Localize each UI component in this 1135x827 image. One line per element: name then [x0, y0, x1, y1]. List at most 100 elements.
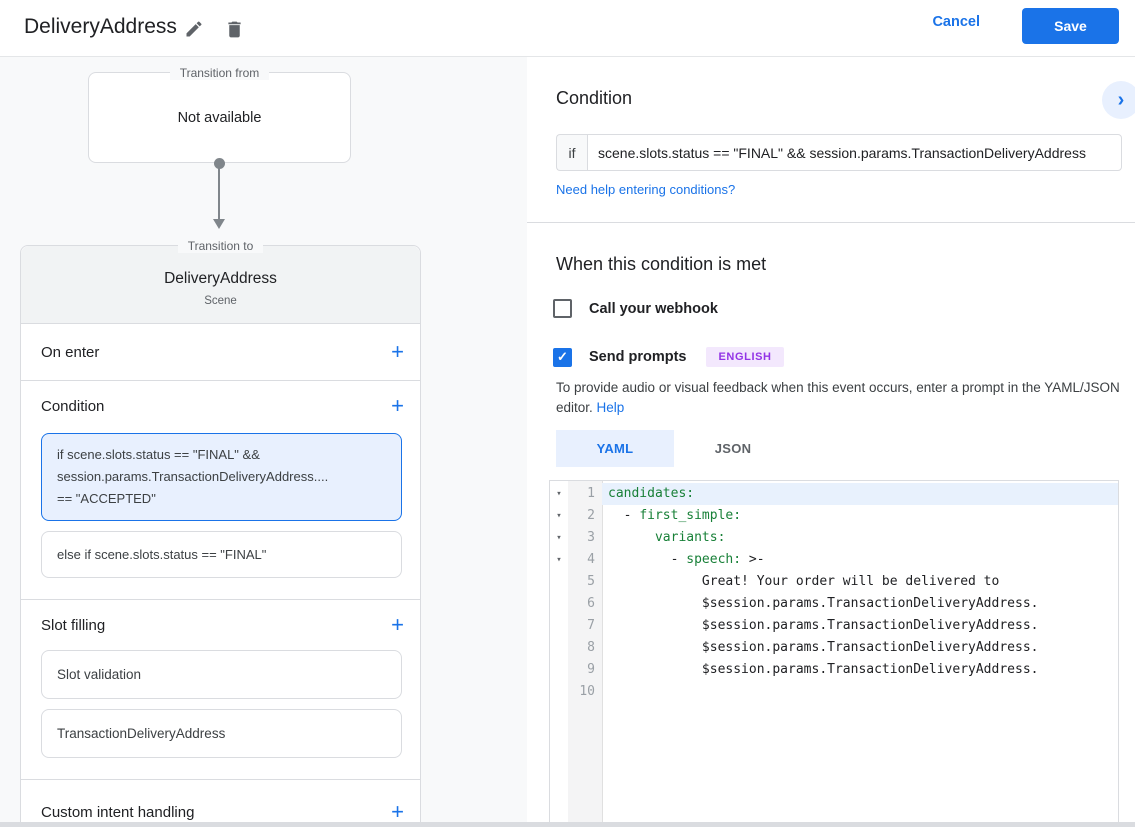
condition-card-selected[interactable]: if scene.slots.status == "FINAL" && sess… — [41, 433, 402, 521]
language-badge: ENGLISH — [706, 347, 784, 367]
editor-format-tabs: YAML JSON — [556, 430, 792, 467]
fold-spacer — [550, 571, 568, 593]
call-webhook-checkbox[interactable] — [553, 299, 572, 318]
code-line-content[interactable]: $session.params.TransactionDeliveryAddre… — [608, 662, 1039, 677]
cancel-button[interactable]: Cancel — [932, 14, 980, 30]
fold-spacer — [550, 637, 568, 659]
line-number: 1 — [587, 486, 595, 501]
editor-line: ▾ 2 - first_simple: — [550, 505, 1118, 527]
editor-line: 10 — [550, 681, 1118, 703]
code-line-content[interactable]: Great! Your order will be delivered to — [608, 574, 1000, 589]
line-number: 10 — [579, 684, 595, 699]
scene-type-label: Scene — [204, 295, 237, 307]
webhook-option-row: Call your webhook — [553, 299, 718, 318]
custom-intent-row: Custom intent handling + — [21, 780, 420, 827]
slot-transaction-delivery-address-card[interactable]: TransactionDeliveryAddress — [41, 709, 402, 758]
transition-from-node[interactable]: Transition from Not available — [88, 66, 351, 163]
fold-spacer — [550, 681, 568, 703]
call-webhook-label: Call your webhook — [589, 300, 718, 317]
condition-section: Condition + if scene.slots.status == "FI… — [21, 381, 420, 600]
add-condition-button[interactable]: + — [391, 393, 404, 418]
yaml-editor[interactable]: ▾ 1 candidates: ▾ 2 - first_simple: ▾ 3 varian… — [549, 480, 1119, 827]
on-enter-row: On enter + — [21, 324, 420, 381]
chevron-right-icon: › — [1117, 88, 1125, 111]
trash-icon — [227, 21, 241, 37]
add-custom-intent-button[interactable]: + — [391, 799, 404, 824]
tab-yaml[interactable]: YAML — [556, 430, 674, 467]
line-number: 5 — [587, 574, 595, 589]
editor-line: ▾4 - speech: >- — [550, 549, 1118, 571]
editor-line: 7 $session.params.TransactionDeliveryAdd… — [550, 615, 1118, 637]
editor-line: 5 Great! Your order will be delivered to — [550, 571, 1118, 593]
tab-json[interactable]: JSON — [674, 430, 792, 467]
code-line-content[interactable]: - first_simple: — [608, 508, 742, 523]
pencil-icon — [186, 21, 202, 37]
page-title: DeliveryAddress — [24, 15, 177, 38]
scene-name: DeliveryAddress — [164, 270, 277, 287]
bottom-edge-strip — [0, 822, 1135, 827]
editor-line: 9 $session.params.TransactionDeliveryAdd… — [550, 659, 1118, 681]
fold-arrow-icon[interactable]: ▾ — [556, 511, 562, 521]
scene-card-header: DeliveryAddress Scene — [21, 246, 420, 324]
condition-help-link[interactable]: Need help entering conditions? — [556, 182, 736, 197]
connector-line — [218, 163, 220, 220]
save-button[interactable]: Save — [1022, 8, 1119, 44]
condition-section-header: Condition + — [21, 381, 420, 431]
custom-intent-label: Custom intent handling — [41, 803, 195, 821]
fold-arrow-icon[interactable]: ▾ — [556, 555, 562, 565]
fold-spacer — [550, 615, 568, 637]
line-number: 2 — [587, 508, 595, 523]
condition-expression-row: if — [556, 134, 1122, 171]
on-enter-label: On enter — [41, 343, 100, 361]
editor-line: ▾ 1 candidates: — [550, 483, 1118, 505]
code-line-content[interactable]: $session.params.TransactionDeliveryAddre… — [608, 596, 1039, 611]
editor-line: 6 $session.params.TransactionDeliveryAdd… — [550, 593, 1118, 615]
fold-arrow-icon[interactable]: ▾ — [556, 533, 562, 543]
slot-validation-card[interactable]: Slot validation — [41, 650, 402, 699]
add-slot-button[interactable]: + — [391, 612, 404, 637]
top-bar: DeliveryAddress Cancel Save — [0, 0, 1135, 57]
scene-diagram-canvas: Transition from Not available Transition… — [0, 57, 527, 827]
condition-met-heading: When this condition is met — [556, 254, 767, 274]
condition-panel-heading: Condition — [556, 88, 633, 108]
editor-line: ▾ 3 variants: — [550, 527, 1118, 549]
line-number: 6 — [587, 596, 595, 611]
condition-card-else[interactable]: else if scene.slots.status == "FINAL" — [41, 531, 402, 578]
slot-filling-section: Slot filling + Slot validation Transacti… — [21, 600, 420, 780]
line-number: 9 — [587, 662, 595, 677]
panel-divider — [527, 222, 1135, 223]
if-prefix-label: if — [556, 134, 587, 171]
send-prompts-option-row: ✓ Send prompts ENGLISH — [553, 347, 784, 367]
slot-filling-section-header: Slot filling + — [21, 600, 420, 650]
transition-from-content: Not available — [177, 109, 262, 126]
code-line-content[interactable]: - speech: >- — [608, 552, 765, 567]
fold-spacer — [550, 659, 568, 681]
code-line-content[interactable]: $session.params.TransactionDeliveryAddre… — [608, 618, 1039, 633]
line-number: 8 — [587, 640, 595, 655]
yaml-editor-lines: ▾ 1 candidates: ▾ 2 - first_simple: ▾ 3 varian… — [550, 481, 1118, 703]
transition-to-card: Transition to DeliveryAddress Scene On e… — [20, 239, 421, 827]
transition-from-legend: Transition from — [89, 64, 350, 82]
code-line-content[interactable]: variants: — [654, 530, 726, 545]
condition-section-label: Condition — [41, 397, 105, 415]
checkmark-icon: ✓ — [557, 349, 568, 364]
code-line-content[interactable]: $session.params.TransactionDeliveryAddre… — [608, 640, 1039, 655]
condition-expression-input[interactable] — [587, 134, 1122, 171]
collapse-panel-button[interactable]: › — [1102, 81, 1135, 119]
slot-filling-label: Slot filling — [41, 616, 106, 634]
line-number: 7 — [587, 618, 595, 633]
editor-line: 8 $session.params.TransactionDeliveryAdd… — [550, 637, 1118, 659]
line-number: 3 — [587, 530, 595, 545]
add-on-enter-button[interactable]: + — [391, 339, 404, 364]
code-line-content[interactable] — [602, 681, 1118, 703]
delete-scene-button[interactable] — [221, 16, 247, 42]
condition-detail-panel: Condition › if Need help entering condit… — [527, 57, 1135, 827]
code-line-content[interactable]: candidates: — [602, 483, 1118, 505]
send-prompts-label: Send prompts — [589, 349, 687, 365]
send-prompts-checkbox[interactable]: ✓ — [553, 347, 572, 367]
fold-spacer — [550, 593, 568, 615]
edit-scene-button[interactable] — [181, 16, 207, 42]
fold-arrow-icon[interactable]: ▾ — [556, 489, 562, 499]
help-link[interactable]: Help — [596, 400, 625, 415]
